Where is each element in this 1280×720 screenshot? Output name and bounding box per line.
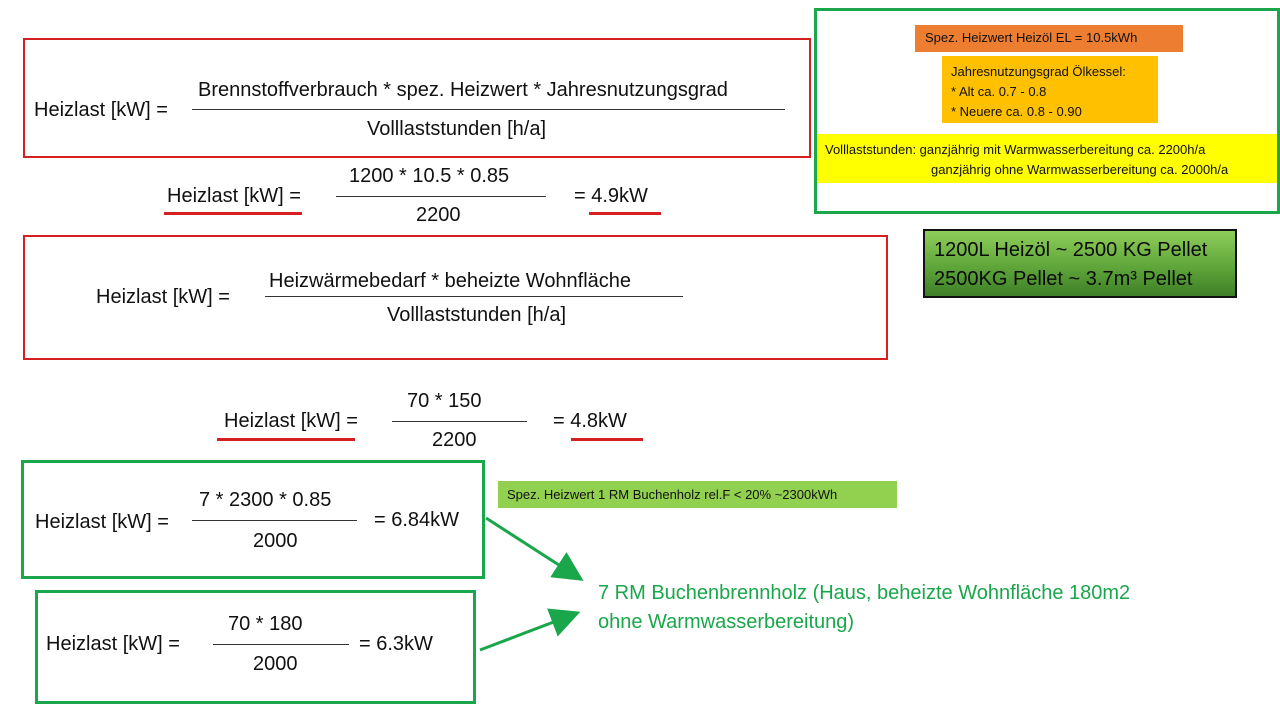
jahresnutzungsgrad-box: Jahresnutzungsgrad Ölkessel: * Alt ca. 0… [942, 56, 1158, 123]
calc2-denominator: 2200 [432, 429, 477, 451]
pellet-line2: 2500KG Pellet ~ 3.7m³ Pellet [934, 268, 1193, 290]
calc2-lhs-underline [217, 438, 355, 441]
conclusion-line2: ohne Warmwasserbereitung) [598, 611, 855, 633]
jahresnutzungsgrad-alt: * Alt ca. 0.7 - 0.8 [951, 84, 1047, 99]
calc1-numerator: 1200 * 10.5 * 0.85 [349, 165, 510, 187]
calc1-fraction-line [336, 196, 546, 197]
calc1-denominator: 2200 [416, 204, 461, 226]
formula1-numerator: Brennstoffverbrauch * spez. Heizwert * J… [198, 79, 728, 101]
formula2-denominator: Volllaststunden [h/a] [387, 304, 567, 326]
formula-box-fuel [23, 38, 811, 158]
calc4-lhs: Heizlast [kW] = [46, 633, 180, 655]
calc4-numerator: 70 * 180 [228, 613, 303, 635]
calc3-numerator: 7 * 2300 * 0.85 [199, 489, 332, 511]
formula1-lhs: Heizlast [kW] = [34, 99, 168, 121]
calc1-lhs-underline [164, 212, 302, 215]
calc2-lhs: Heizlast [kW] = [224, 410, 358, 432]
calc3-result: = 6.84kW [374, 509, 460, 531]
jahresnutzungsgrad-title: Jahresnutzungsgrad Ölkessel: [951, 64, 1126, 79]
calc1-result-underline [589, 212, 661, 215]
calc1-result: = 4.9kW [574, 185, 648, 207]
calc4-result: = 6.3kW [359, 633, 433, 655]
calc1-lhs: Heizlast [kW] = [167, 185, 301, 207]
arrow-from-calc3 [485, 516, 584, 581]
calc2-fraction-line [392, 421, 527, 422]
calc2-result: = 4.8kW [553, 410, 627, 432]
calc-box-wohnflaeche [35, 590, 476, 704]
calc2-result-underline [571, 438, 643, 441]
calc-box-buchenholz [21, 460, 485, 579]
calc3-fraction-line [192, 520, 357, 521]
conclusion-text: 7 RM Buchenbrennholz (Haus, beheizte Woh… [598, 579, 1130, 637]
pellet-equivalence-box: 1200L Heizöl ~ 2500 KG Pellet 2500KG Pel… [923, 229, 1237, 298]
formula-box-area [23, 235, 888, 360]
jahresnutzungsgrad-neu: * Neuere ca. 0.8 - 0.90 [951, 104, 1082, 119]
heizwert-heizoel-label: Spez. Heizwert Heizöl EL = 10.5kWh [915, 25, 1183, 52]
conclusion-line1: 7 RM Buchenbrennholz (Haus, beheizte Woh… [598, 582, 1131, 604]
formula2-lhs: Heizlast [kW] = [96, 286, 230, 308]
calc3-lhs: Heizlast [kW] = [35, 511, 169, 533]
volllaststunden-line1: Volllaststunden: ganzjährig mit Warmwass… [825, 142, 1206, 157]
calc2-numerator: 70 * 150 [407, 390, 482, 412]
formula1-fraction-line [192, 109, 785, 110]
arrow-from-calc4 [479, 608, 581, 652]
buchenholz-heizwert-label: Spez. Heizwert 1 RM Buchenholz rel.F < 2… [498, 481, 897, 508]
calc4-denominator: 2000 [253, 653, 298, 675]
formula2-fraction-line [265, 296, 683, 297]
info-panel [814, 8, 1280, 214]
volllaststunden-line2: ganzjährig ohne Warmwasserbereitung ca. … [931, 162, 1229, 177]
volllaststunden-box: Volllaststunden: ganzjährig mit Warmwass… [817, 134, 1277, 183]
pellet-line1: 1200L Heizöl ~ 2500 KG Pellet [934, 239, 1208, 261]
calc3-denominator: 2000 [253, 530, 298, 552]
calc4-fraction-line [213, 644, 349, 645]
formula2-numerator: Heizwärmebedarf * beheizte Wohnfläche [269, 270, 632, 292]
formula1-denominator: Volllaststunden [h/a] [367, 118, 547, 140]
